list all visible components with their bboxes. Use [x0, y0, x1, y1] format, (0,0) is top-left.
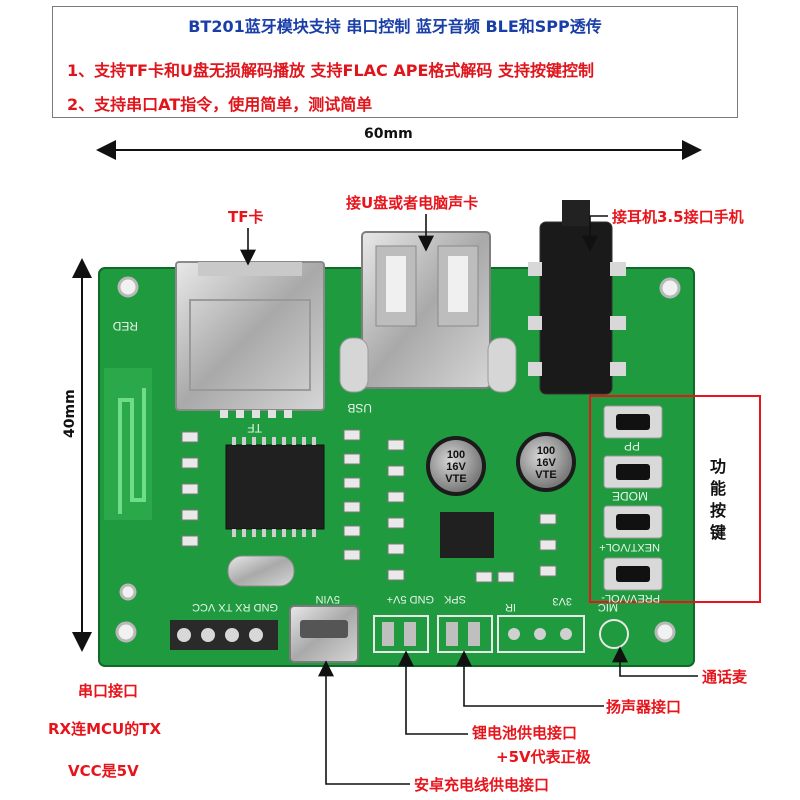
callout-battery-polarity: +5V代表正极	[496, 748, 591, 766]
callout-android-power: 安卓充电线供电接口	[414, 776, 550, 794]
silk-prev: PREV/VOL-	[601, 592, 660, 604]
cap1-brand: VTE	[445, 473, 466, 485]
callout-battery: 锂电池供电接口	[472, 724, 578, 742]
cap2-brand: VTE	[535, 469, 556, 481]
callout-uart: 串口接口	[78, 682, 139, 700]
ic-pins	[232, 437, 316, 537]
spec-header-box: BT201蓝牙模块支持 串口控制 蓝牙音频 BLE和SPP透传 1、支持TF卡和…	[52, 6, 738, 118]
callout-lines	[240, 214, 698, 785]
callout-function-buttons: 功能按键	[710, 457, 727, 542]
main-ic-chip	[225, 444, 325, 530]
cap1-value: 100	[447, 449, 465, 461]
mounting-holes	[115, 276, 681, 643]
silk-mic: MIC	[598, 601, 618, 613]
silk-uart-pins: GND RX TX VCC	[192, 601, 278, 613]
silk-ir: IR	[505, 601, 516, 613]
uart-pin-header	[170, 620, 278, 650]
power-pin-header	[373, 615, 429, 653]
cap2-value: 100	[537, 445, 555, 457]
silk-usb: USB	[347, 401, 372, 415]
header-feature-2: 2、支持串口AT指令，使用简单，测试简单	[67, 95, 373, 114]
buttons-highlight-box	[589, 395, 761, 603]
smd-components	[181, 429, 557, 583]
silk-power-pins: GND 5V+	[387, 593, 434, 605]
callout-rx: RX连MCU的TX	[48, 720, 162, 738]
cap2-voltage: 16V	[536, 457, 556, 469]
height-label: 40mm	[62, 389, 78, 438]
callout-speaker: 扬声器接口	[606, 698, 682, 716]
callout-tf-card: TF卡	[228, 208, 264, 226]
capacitor-1	[426, 436, 486, 496]
antenna-trace	[118, 388, 146, 514]
cap1-voltage: 16V	[446, 461, 466, 473]
crystal-oscillator	[227, 555, 295, 587]
callout-mic: 通话麦	[702, 668, 748, 686]
header-title: BT201蓝牙模块支持 串口控制 蓝牙音频 BLE和SPP透传	[188, 17, 602, 36]
speaker-pin-header	[437, 615, 493, 653]
silk-red-led: RED	[112, 319, 138, 333]
silk-spk: SPK	[443, 593, 466, 605]
silk-vin: 5VIN	[315, 593, 340, 605]
callout-headphone: 接耳机3.5接口手机	[612, 208, 744, 226]
width-label: 60mm	[364, 126, 413, 142]
tf-card-slot	[175, 261, 325, 411]
amplifier-ic	[440, 512, 494, 558]
ir-pin-header	[497, 615, 585, 653]
silk-pp: PP	[624, 439, 640, 453]
silk-tf: TF	[247, 421, 262, 435]
silk-next: NEXT/VOL+	[599, 541, 660, 553]
audio-jack-3.5mm	[539, 221, 613, 395]
silk-3v3: 3V3	[552, 595, 572, 607]
callout-usb-port: 接U盘或者电脑声卡	[346, 194, 479, 212]
function-buttons	[603, 405, 663, 591]
header-feature-1: 1、支持TF卡和U盘无损解码播放 支持FLAC APE格式解码 支持按键控制	[67, 61, 594, 80]
capacitor-2	[516, 432, 576, 492]
callout-vcc: VCC是5V	[68, 762, 139, 780]
silk-mode: MODE	[612, 489, 648, 503]
